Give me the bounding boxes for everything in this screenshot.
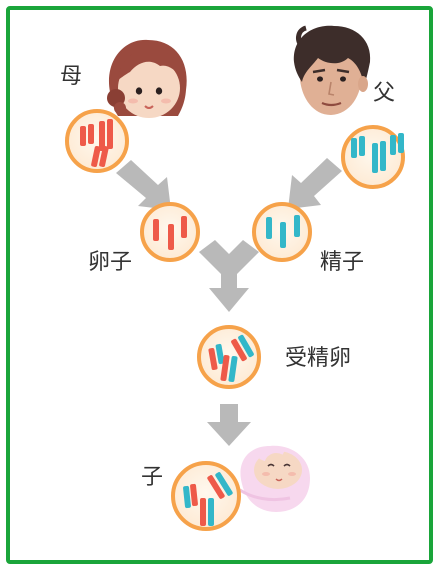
label-child: 子: [141, 465, 163, 490]
egg-cell: [140, 202, 200, 262]
chromosome: [390, 135, 396, 155]
chromosome: [231, 338, 247, 362]
chromosome: [215, 343, 225, 365]
arrow-father-to-sperm: [288, 158, 342, 209]
chromosome: [207, 475, 225, 499]
sperm-cell: [252, 202, 312, 262]
chromosome: [208, 347, 218, 371]
mother-cell: [65, 109, 129, 173]
label-mother: 母: [60, 64, 82, 89]
child-cell: [171, 461, 241, 531]
chromosome: [228, 355, 238, 383]
chromosome: [238, 334, 254, 358]
chromosome: [200, 498, 206, 526]
arrow-merge-down: [199, 240, 259, 312]
chromosome: [99, 121, 105, 151]
chromosome: [294, 215, 300, 237]
chromosome: [215, 472, 233, 496]
father-illustration: [293, 25, 371, 115]
chromosome: [181, 216, 187, 238]
label-egg: 卵子: [88, 250, 132, 275]
label-father: 父: [373, 81, 395, 106]
father-cell: [341, 125, 405, 189]
chromosome: [372, 143, 378, 173]
chromosome: [208, 498, 214, 526]
chromosome: [107, 119, 113, 149]
label-fertilized-egg: 受精卵: [285, 346, 351, 371]
chromosome: [398, 133, 404, 153]
chromosome: [99, 145, 109, 168]
chromosome: [220, 354, 230, 382]
chromosome: [380, 141, 386, 171]
chromosome: [80, 126, 86, 146]
chromosome: [280, 222, 286, 248]
chromosome: [266, 217, 272, 239]
arrow-mother-to-egg: [116, 160, 171, 210]
chromosome: [91, 145, 101, 168]
chromosome: [359, 136, 365, 156]
baby-illustration: [239, 445, 310, 512]
chromosome: [183, 485, 191, 509]
chromosome: [190, 483, 198, 507]
arrow-zygote-to-child: [207, 404, 251, 446]
chromosome: [351, 138, 357, 158]
chromosome: [153, 219, 159, 241]
zygote-cell: [197, 325, 261, 389]
chromosome: [168, 224, 174, 250]
chromosome: [88, 124, 94, 144]
mother-illustration: [107, 39, 187, 118]
label-sperm: 精子: [320, 250, 364, 275]
